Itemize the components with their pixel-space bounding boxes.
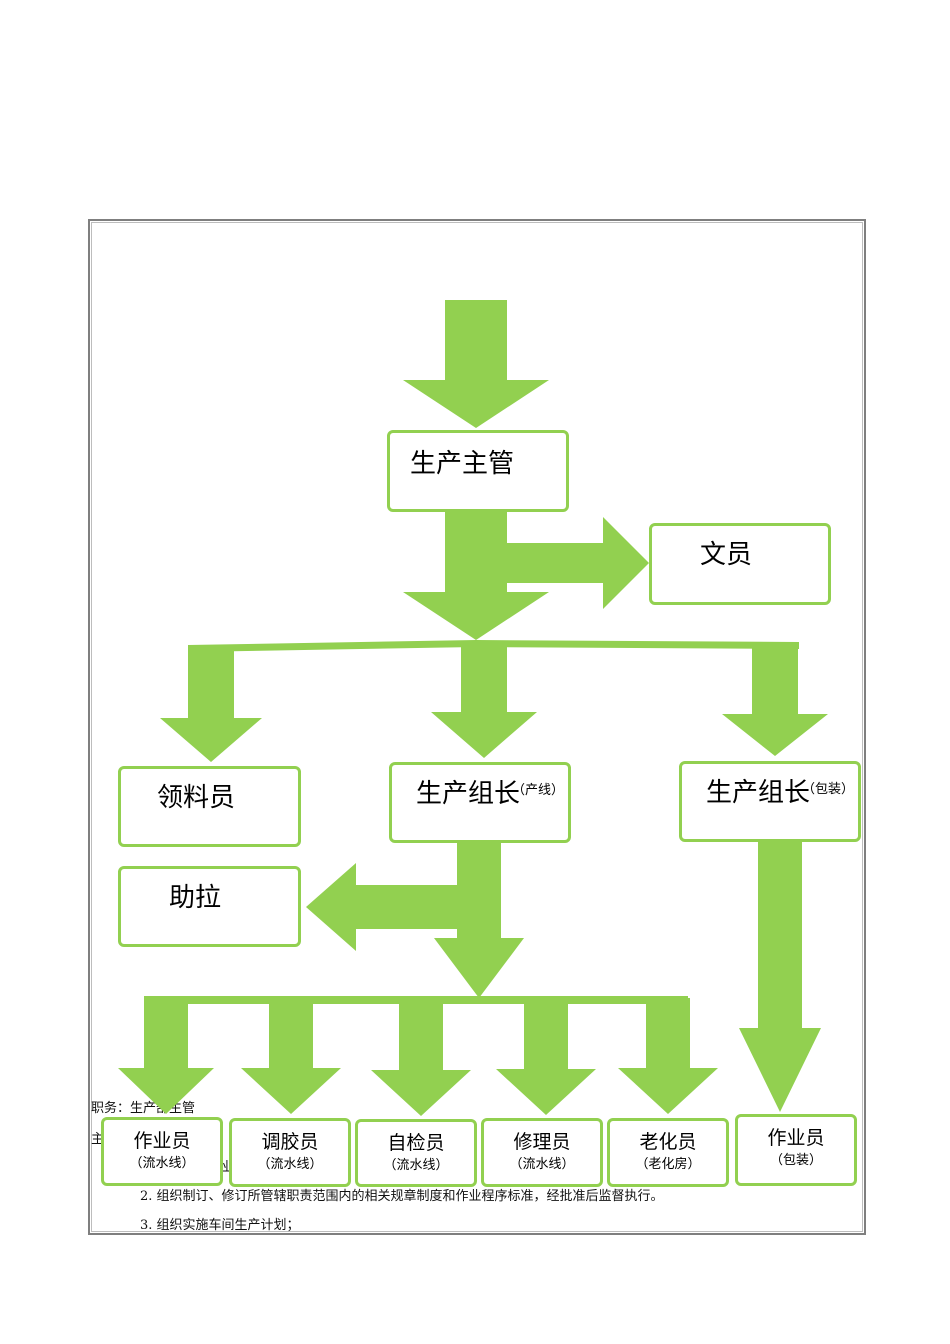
box-repairer: 修理员 （流水线）	[481, 1118, 603, 1187]
arrow-to-repairer	[496, 1000, 596, 1115]
self-inspector-label: 自检员	[387, 1132, 445, 1154]
worker-line-label: 作业员	[133, 1130, 191, 1152]
box-production-manager: 生产主管	[387, 430, 569, 512]
box-pack-worker: 作业员 （包装）	[735, 1114, 857, 1186]
worker-line-note: （流水线）	[129, 1156, 195, 1171]
repairer-note: （流水线）	[509, 1157, 575, 1172]
doc-item-3: 3. 组织实施车间生产计划；	[140, 1218, 300, 1233]
material-clerk-label: 领料员	[157, 783, 236, 813]
pack-leader-label: 生产组长	[706, 778, 811, 808]
box-glue-worker: 调胶员 （流水线）	[229, 1118, 351, 1187]
box-line-leader: 生产组长 （产线）	[389, 762, 571, 843]
aging-worker-label: 老化员	[639, 1131, 697, 1153]
pack-worker-label: 作业员	[767, 1127, 825, 1149]
arrow-manager-down	[403, 512, 549, 640]
arrow-to-pack-leader	[722, 642, 828, 756]
glue-worker-note: （流水线）	[257, 1157, 323, 1172]
box-assistant: 助拉	[118, 866, 301, 947]
repairer-label: 修理员	[513, 1131, 571, 1153]
arrow-to-clerk	[505, 517, 649, 609]
box-worker-line: 作业员 （流水线）	[101, 1117, 223, 1186]
arrow-entry	[403, 300, 549, 428]
arrow-to-line-leader	[431, 645, 537, 758]
self-inspector-note: （流水线）	[383, 1158, 449, 1173]
arrow-line-leader-down	[434, 843, 524, 998]
arrow-to-glue-worker	[241, 1000, 341, 1114]
doc-item-2: 2. 组织制订、修订所管辖职责范围内的相关规章制度和作业程序标准，经批准后监督执…	[140, 1189, 664, 1204]
box-self-inspector: 自检员 （流水线）	[355, 1119, 477, 1187]
arrow-to-assistant	[306, 863, 458, 951]
box-aging-worker: 老化员 （老化房）	[607, 1118, 729, 1187]
arrow-to-material-clerk	[160, 645, 262, 762]
glue-worker-label: 调胶员	[261, 1131, 319, 1153]
main-prefix: 主	[91, 1132, 105, 1147]
line-leader-label: 生产组长	[416, 779, 521, 809]
document-frame-inner	[91, 222, 863, 1232]
line-leader-note: （产线）	[511, 783, 564, 798]
aging-worker-note: （老化房）	[635, 1157, 701, 1172]
box-clerk: 文员	[649, 523, 831, 605]
box-pack-leader: 生产组长 （包装）	[679, 761, 861, 842]
pack-worker-note: （包装）	[769, 1153, 822, 1168]
document-frame	[88, 219, 866, 1235]
assistant-label: 助拉	[169, 883, 222, 913]
arrow-to-aging-worker	[618, 998, 718, 1114]
arrow-to-pack-worker	[739, 842, 821, 1112]
pack-leader-note: （包装）	[801, 782, 854, 797]
box-material-clerk: 领料员	[118, 766, 301, 847]
clerk-label: 文员	[700, 540, 753, 570]
production-manager-label: 生产主管	[410, 449, 515, 479]
arrow-to-worker-line	[118, 996, 214, 1114]
arrow-to-self-inspector	[371, 1002, 471, 1116]
